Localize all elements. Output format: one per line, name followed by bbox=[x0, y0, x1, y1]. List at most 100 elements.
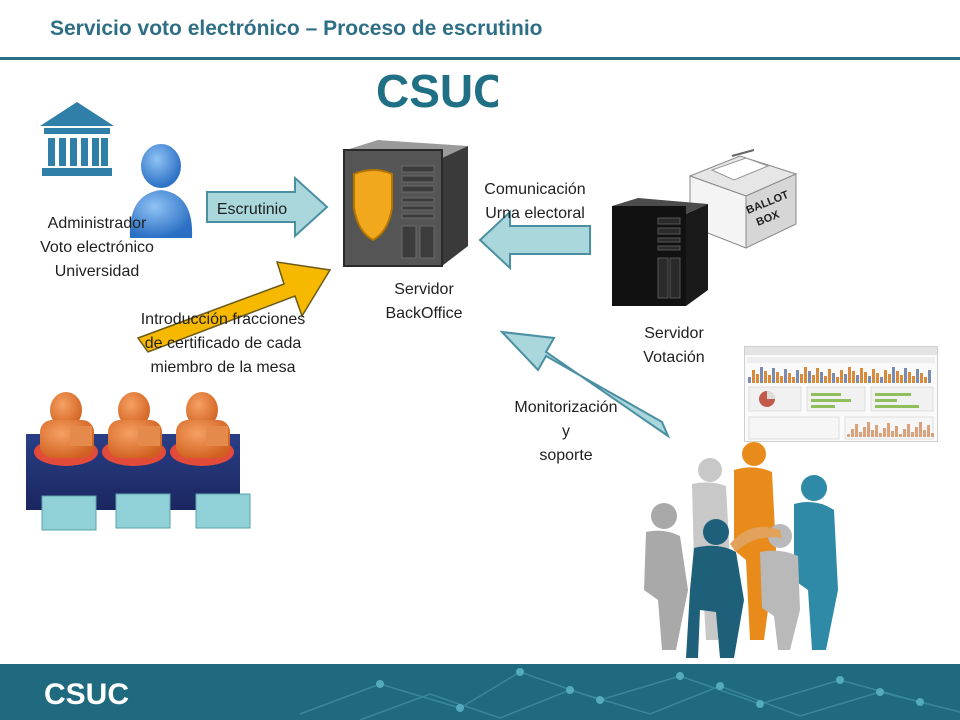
escrutinio-label: Escrutinio bbox=[216, 201, 288, 218]
csuc-logo-text: CSUC bbox=[376, 66, 498, 114]
dashboard-bar bbox=[780, 376, 783, 383]
dashboard-bar bbox=[876, 373, 879, 383]
backoffice-label: Servidor BackOffice bbox=[360, 278, 488, 326]
monitoring-arrow bbox=[494, 326, 670, 452]
dashboard-mini-bar bbox=[851, 429, 854, 437]
university-building-icon bbox=[38, 100, 116, 180]
dashboard-bar bbox=[812, 375, 815, 383]
dashboard-bar bbox=[788, 373, 791, 383]
monitor-label: Monitorización y soporte bbox=[490, 396, 642, 468]
votacion-label: Servidor Votación bbox=[626, 322, 722, 370]
dashboard-bar bbox=[908, 372, 911, 383]
monitor-label-line1: Monitorización bbox=[514, 399, 618, 416]
dashboard-mini-bar bbox=[923, 430, 926, 437]
dashboard-bar bbox=[796, 370, 799, 383]
admin-label: Administrador Voto electrónico Universid… bbox=[22, 212, 172, 284]
dashboard-bar bbox=[840, 370, 843, 383]
dashboard-bar bbox=[832, 373, 835, 383]
dashboard-bar bbox=[852, 371, 855, 383]
dashboard-screenshot-icon bbox=[744, 346, 938, 442]
dashboard-bar bbox=[872, 369, 875, 383]
comunicacion-label-line2: Urna electoral bbox=[485, 205, 585, 222]
dashboard-mini-bar bbox=[887, 423, 890, 437]
dashboard-mini-bar bbox=[863, 427, 866, 437]
monitor-label-line3: soporte bbox=[539, 447, 593, 464]
dashboard-bar bbox=[868, 376, 871, 383]
dashboard-mini-bar bbox=[883, 428, 886, 437]
comunicacion-label-line1: Comunicación bbox=[484, 181, 586, 198]
dashboard-bar bbox=[904, 368, 907, 383]
dashboard-bar bbox=[920, 373, 923, 383]
dashboard-bar bbox=[800, 374, 803, 383]
escrutinio-arrow bbox=[205, 176, 330, 238]
backoffice-label-line2: BackOffice bbox=[385, 305, 463, 322]
dashboard-bar bbox=[848, 367, 851, 383]
dashboard-mini-bar bbox=[927, 425, 930, 437]
dashboard-bar bbox=[836, 377, 839, 383]
dashboard-bar bbox=[784, 369, 787, 383]
dashboard-mini-bar bbox=[855, 424, 858, 437]
dashboard-bar bbox=[892, 367, 895, 383]
dashboard-bar bbox=[824, 376, 827, 383]
intro-label-line2: de certificado de cada bbox=[144, 335, 302, 352]
comunicacion-label: Comunicación Urna electoral bbox=[462, 178, 608, 226]
votacion-label-line1: Servidor bbox=[644, 325, 704, 342]
backoffice-label-line1: Servidor bbox=[394, 281, 454, 298]
dashboard-bar bbox=[912, 376, 915, 383]
certificate-arrow bbox=[134, 256, 334, 368]
dashboard-mini-bar bbox=[867, 422, 870, 437]
dashboard-bar bbox=[776, 372, 779, 383]
dashboard-mini-bar bbox=[919, 422, 922, 437]
dashboard-mini-bar bbox=[915, 427, 918, 437]
monitor-label-line2: y bbox=[562, 423, 570, 440]
dashboard-bar bbox=[888, 374, 891, 383]
communication-arrow bbox=[478, 210, 594, 270]
dashboard-bar bbox=[820, 372, 823, 383]
dashboard-bar bbox=[856, 375, 859, 383]
dashboard-bar bbox=[900, 375, 903, 383]
committee-members-icon bbox=[26, 390, 252, 532]
admin-label-line1: Administrador bbox=[47, 215, 147, 232]
dashboard-bar bbox=[844, 374, 847, 383]
dashboard-mini-bar bbox=[907, 424, 910, 437]
backoffice-server-icon bbox=[338, 136, 472, 270]
dashboard-bar bbox=[768, 375, 771, 383]
admin-label-line2: Voto electrónico bbox=[40, 239, 154, 256]
dashboard-mini-bar bbox=[875, 425, 878, 437]
footer-band: CSUC bbox=[0, 664, 960, 720]
dashboard-bar bbox=[748, 377, 751, 383]
footer-logo: CSUC bbox=[44, 678, 130, 711]
dashboard-mini-bar bbox=[879, 433, 882, 437]
support-team-icon bbox=[630, 440, 846, 658]
dashboard-bar bbox=[916, 369, 919, 383]
dashboard-mini-bar bbox=[847, 434, 850, 437]
dashboard-bar bbox=[860, 368, 863, 383]
dashboard-bar bbox=[928, 370, 931, 383]
intro-label-line1: Introducción fracciones bbox=[140, 311, 306, 328]
dashboard-bar bbox=[764, 371, 767, 383]
dashboard-bar bbox=[756, 374, 759, 383]
dashboard-bar bbox=[924, 377, 927, 383]
voting-server-icon bbox=[608, 196, 712, 308]
dashboard-mini-bar bbox=[903, 429, 906, 437]
title-divider bbox=[0, 57, 960, 60]
dashboard-mini-bar bbox=[931, 433, 934, 437]
dashboard-mini-bar bbox=[899, 434, 902, 437]
admin-label-line3: Universidad bbox=[54, 263, 140, 280]
csuc-logo: CSUC bbox=[374, 66, 498, 114]
dashboard-mini-bar bbox=[911, 432, 914, 437]
dashboard-mini-bar bbox=[859, 432, 862, 437]
votacion-label-line2: Votación bbox=[643, 349, 705, 366]
dashboard-bar bbox=[884, 370, 887, 383]
dashboard-mini-bar bbox=[891, 431, 894, 437]
dashboard-mini-bar bbox=[895, 426, 898, 437]
dashboard-bar bbox=[808, 371, 811, 383]
ballot-box-icon: BALLOT BOX bbox=[684, 148, 802, 252]
dashboard-bar bbox=[880, 377, 883, 383]
page-title: Servicio voto electrónico – Proceso de e… bbox=[50, 17, 543, 40]
intro-label: Introducción fracciones de certificado d… bbox=[106, 308, 340, 380]
dashboard-bar bbox=[772, 368, 775, 383]
admin-user-icon bbox=[126, 142, 196, 242]
dashboard-bar bbox=[804, 367, 807, 383]
dashboard-bar bbox=[896, 371, 899, 383]
